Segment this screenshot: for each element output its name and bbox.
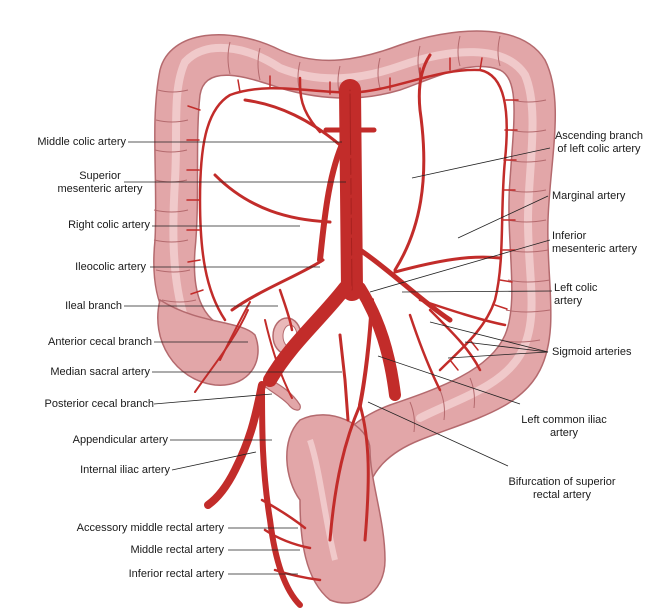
- colon-taenia: [169, 43, 537, 422]
- ileal-branch: [278, 288, 294, 332]
- arteries: [186, 53, 519, 608]
- label-sigmoid-arteries: Sigmoid arteries: [552, 346, 632, 358]
- label-middle-rectal-artery: Middle rectal artery: [130, 544, 224, 556]
- internal-iliac: [204, 381, 266, 509]
- label-middle-colic-artery: Middle colic artery: [37, 136, 126, 148]
- label-right-colic-artery: Right colic artery: [68, 219, 150, 231]
- middle-colic: [243, 98, 342, 147]
- label-internal-iliac-artery: Internal iliac artery: [80, 464, 170, 476]
- label-left-common-iliac-artery: Left common iliac artery: [521, 414, 607, 439]
- sigmoid-artery-1: [418, 298, 507, 327]
- label-marginal-artery: Marginal artery: [552, 190, 626, 202]
- superior-rectal-bifurcation-right: [358, 403, 370, 542]
- sma-stubs: [343, 152, 359, 262]
- vasa-recta: [186, 57, 519, 371]
- superior-mesenteric: [317, 137, 347, 263]
- accessory-middle-rectal: [260, 498, 307, 530]
- label-posterior-cecal-branch: Posterior cecal branch: [44, 398, 154, 410]
- posterior-cecal: [194, 309, 249, 393]
- leader-lines: [124, 141, 553, 575]
- label-accessory-middle-rectal-artery: Accessory middle rectal artery: [76, 522, 224, 534]
- ascending-left-colic: [393, 53, 432, 272]
- cecum: [157, 298, 259, 386]
- label-ileal-branch: Ileal branch: [65, 300, 122, 312]
- right-common-iliac: [263, 281, 352, 387]
- label-inferior-mesenteric-artery: Inferior mesenteric artery: [552, 230, 637, 255]
- label-ascending-branch-left-colic-artery: Ascending branch of left colic artery: [554, 130, 644, 155]
- colon-haustra: [153, 35, 551, 433]
- median-sacral: [338, 333, 350, 422]
- label-anterior-cecal-branch: Anterior cecal branch: [48, 336, 152, 348]
- ileocolic: [230, 258, 325, 312]
- label-ileocolic-artery: Ileocolic artery: [75, 261, 146, 273]
- inferior-mesenteric: [357, 247, 453, 323]
- superior-rectal-bifurcation-left: [328, 403, 362, 542]
- middle-rectal: [263, 528, 312, 550]
- left-common-iliac: [354, 282, 401, 401]
- superior-rectal: [358, 298, 374, 407]
- right-colic: [213, 173, 332, 224]
- label-appendicular-artery: Appendicular artery: [72, 434, 168, 446]
- marginal-artery: [198, 68, 508, 372]
- sigmoid-artery-3: [408, 313, 442, 392]
- label-left-colic-artery: Left colic artery: [554, 282, 598, 307]
- inferior-rectal: [273, 568, 322, 582]
- appendicular: [264, 319, 293, 399]
- label-bifurcation-superior-rectal-artery: Bifurcation of superior rectal artery: [508, 476, 616, 501]
- label-inferior-rectal-artery: Inferior rectal artery: [128, 568, 224, 580]
- sigmoid-artery-2: [428, 308, 482, 372]
- label-median-sacral-artery: Median sacral artery: [50, 366, 150, 378]
- label-superior-mesenteric-artery: Superior mesenteric artery: [57, 170, 143, 195]
